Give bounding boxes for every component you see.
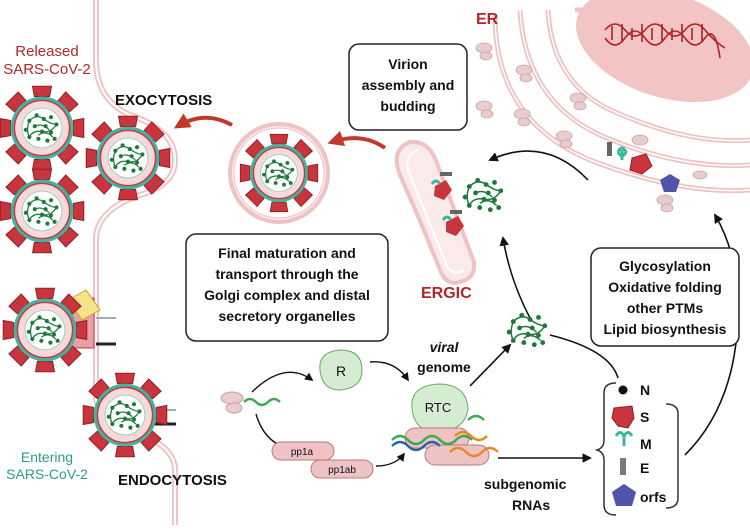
legend-m: M	[640, 436, 652, 452]
virion-assembly-line3: budding	[380, 98, 435, 114]
ptm-line2: Oxidative folding	[608, 279, 722, 295]
dna-helix	[604, 23, 726, 59]
released-virion-3	[0, 169, 84, 253]
released-label-line1: Released	[15, 43, 78, 60]
subgenomic-label-line2: RNAs	[512, 497, 550, 513]
incoming-rna	[243, 397, 281, 407]
final-maturation-line1: Final maturation and	[218, 245, 356, 261]
arrow-to-exocytosis	[173, 113, 233, 129]
ptm-box	[590, 247, 740, 347]
final-maturation-box	[185, 233, 389, 342]
protein-legend: N S M E orfs	[594, 382, 679, 516]
ribosome-on-rna	[220, 391, 244, 414]
legend-n: N	[640, 382, 650, 398]
final-maturation-line4: secretory organelles	[219, 308, 356, 324]
spike-protein-icon	[611, 405, 635, 429]
released-virion-1	[0, 86, 84, 170]
viral-genome-label-line2: genome	[417, 359, 471, 375]
m-protein-icon	[614, 431, 634, 446]
polyprotein-blocks	[271, 441, 374, 479]
rtc-complex	[391, 383, 499, 466]
subgenomic-label-line1: subgenomic	[484, 476, 567, 492]
arrow-rtc-to-genome	[469, 343, 512, 387]
orfs-pentagon-icon	[612, 484, 636, 506]
final-maturation-line3: Golgi complex and distal	[204, 287, 370, 303]
legend-s: S	[640, 409, 649, 425]
released-virion-2	[86, 116, 170, 200]
final-maturation-line2: transport through the	[215, 266, 358, 282]
entering-label-line1: Entering	[21, 449, 73, 465]
ergic-budding-proteins	[430, 172, 464, 236]
receptor-complex-upper	[67, 289, 116, 349]
released-label-line2: SARS-CoV-2	[3, 61, 91, 78]
endocytosis-label: ENDOCYTOSIS	[118, 472, 227, 489]
n-protein-dot-icon	[618, 385, 628, 395]
ergic-compartment	[394, 139, 477, 285]
nucleus	[576, 0, 750, 103]
replicase-r-label: R	[336, 363, 346, 379]
arrow-genome-to-ergic	[499, 236, 531, 319]
entering-label-line2: SARS-CoV-2	[6, 466, 88, 482]
replicase-r-blob	[319, 349, 363, 391]
virion-assembly-line1: Virion	[388, 56, 427, 72]
virion-assembly-box	[348, 43, 468, 131]
arrow-er-to-ergic	[488, 150, 589, 181]
viral-genome-label-line1: viral	[430, 339, 460, 355]
arrow-genome-to-legend	[549, 334, 619, 379]
viral-genome	[505, 312, 548, 348]
exocytosis-label: EXOCYTOSIS	[115, 92, 212, 109]
golgi-vesicle	[228, 122, 330, 224]
pp1a-label: pp1a	[291, 447, 314, 458]
arrow-to-golgi-vesicle	[327, 130, 387, 150]
ptm-line3: other PTMs	[627, 300, 703, 316]
legend-e: E	[640, 460, 649, 476]
docking-virion	[3, 288, 87, 372]
ptm-line1: Glycosylation	[619, 258, 711, 274]
ergic-label: ERGIC	[421, 285, 472, 302]
pp1ab-label: pp1ab	[328, 465, 356, 476]
e-protein-bar-icon	[620, 458, 626, 475]
er-membrane-proteins	[607, 142, 680, 192]
virion-assembly-line2: assembly and	[362, 77, 455, 93]
er-label: ER	[476, 11, 499, 28]
ptm-line4: Lipid biosynthesis	[604, 321, 727, 337]
legend-orfs: orfs	[640, 489, 667, 505]
entering-virion	[83, 373, 167, 457]
ergic-genome	[461, 177, 504, 213]
rtc-label: RTC	[425, 400, 451, 415]
